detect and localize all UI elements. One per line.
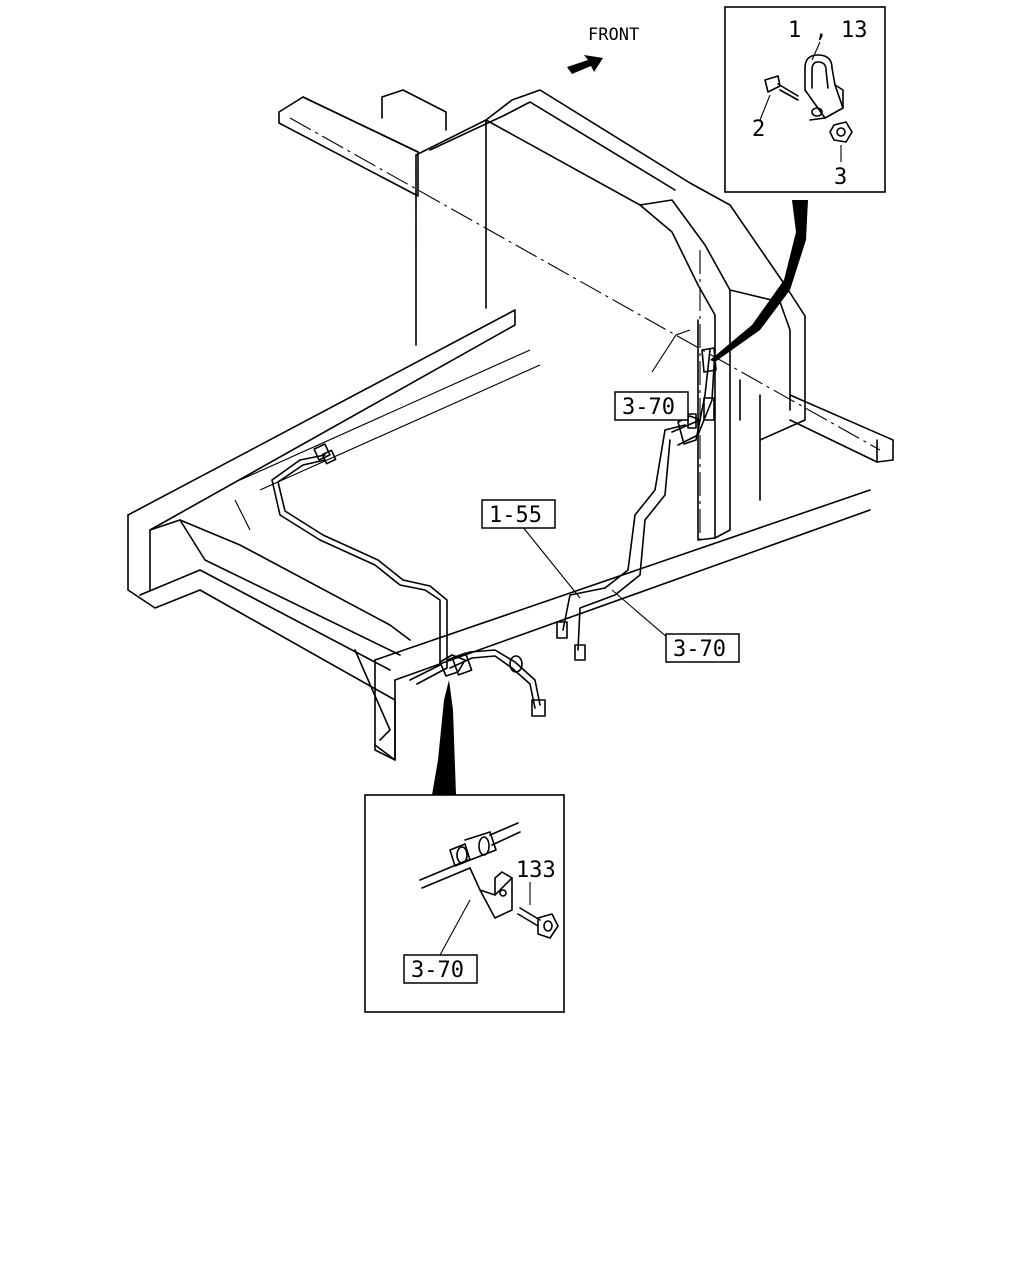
- detail-box-bracket: 133 3-70: [364, 794, 565, 1013]
- brake-pipe-assembly: [271, 349, 716, 709]
- label-bolt-133: 133: [516, 858, 556, 883]
- callout-1-55: 1-55: [481, 499, 556, 529]
- leader-lines: [521, 329, 691, 639]
- callout-3-70-right: 3-70: [665, 633, 740, 663]
- front-label: FRONT: [588, 25, 639, 45]
- bolt-part-2: [764, 75, 799, 101]
- leader-clip: [811, 41, 821, 61]
- leader-bracket: [439, 899, 471, 956]
- callout-3-70-upper: 3-70: [614, 391, 689, 421]
- callout-3-70-upper-text: 3-70: [622, 395, 675, 420]
- nut-part-3: [829, 121, 853, 143]
- front-arrow-icon: [567, 55, 603, 74]
- callout-3-70-right-text: 3-70: [673, 637, 726, 662]
- pipe-fittings: [313, 347, 717, 717]
- front-direction-indicator: FRONT: [567, 25, 639, 74]
- label-bolt-2: 2: [752, 117, 765, 142]
- frame-side-rail: [415, 89, 806, 541]
- pipe-and-connector: [419, 822, 521, 889]
- clip-part: [804, 54, 844, 121]
- label-nut-3: 3: [834, 165, 847, 190]
- detail-box-clip: 1 , 13 2 3: [724, 6, 886, 193]
- detail-bottom-pointer: [432, 680, 456, 795]
- leader-bolt-2: [759, 94, 771, 121]
- callout-3-70-detail: 3-70: [403, 954, 478, 984]
- bracket-part: [469, 867, 513, 919]
- main-channel-frame: [127, 309, 871, 761]
- callout-1-55-text: 1-55: [489, 503, 542, 528]
- detail-top-pointer: [710, 200, 808, 362]
- label-clip-1-13: 1 , 13: [788, 18, 867, 43]
- bolt-part-133: [517, 907, 559, 939]
- callout-3-70-detail-text: 3-70: [411, 958, 464, 983]
- rear-cross-member: [278, 89, 894, 463]
